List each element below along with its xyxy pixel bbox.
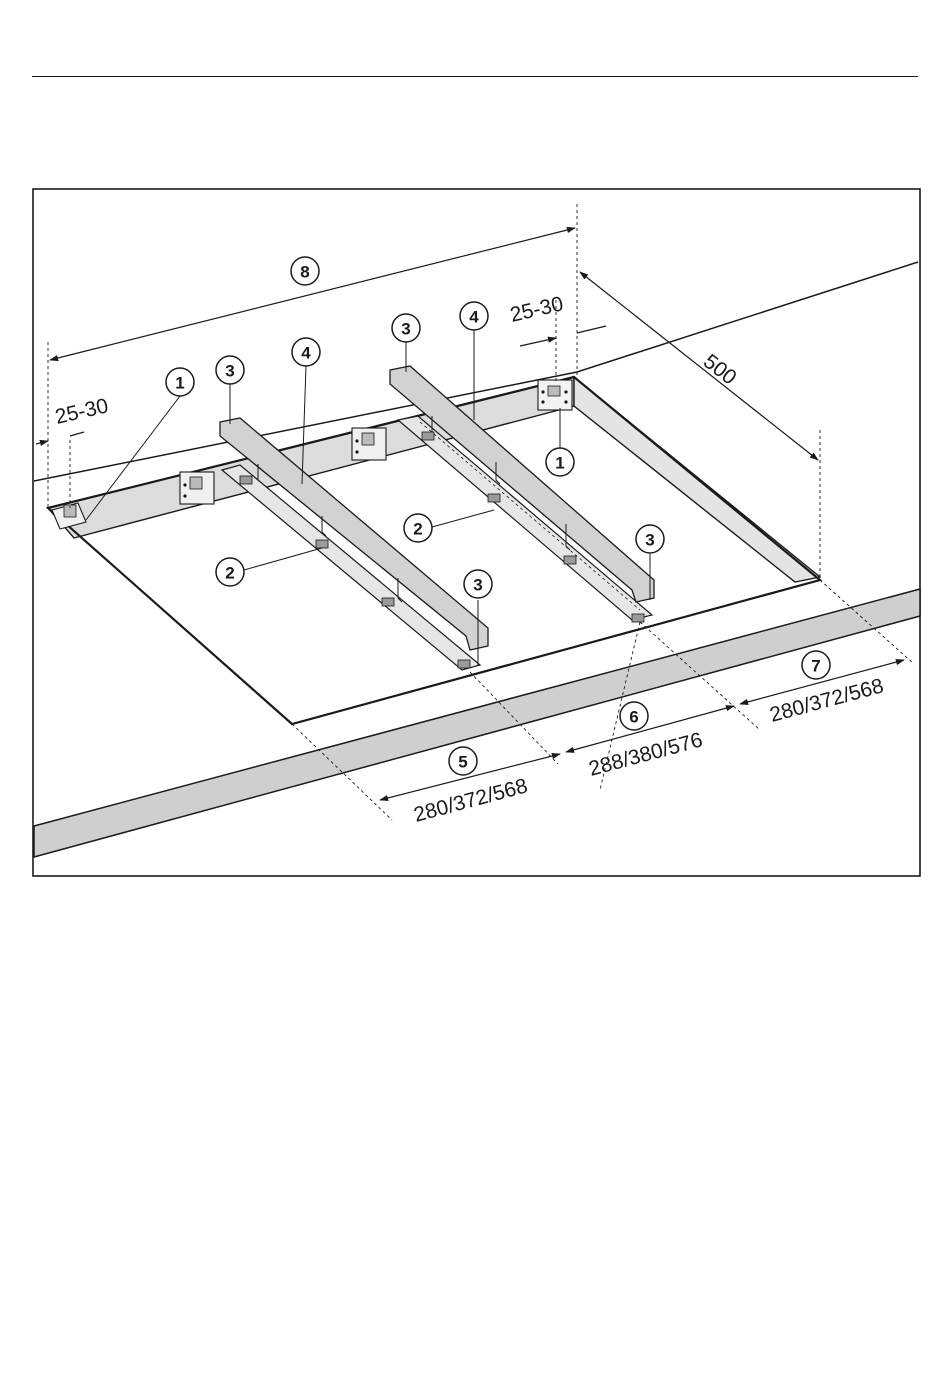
callout-3-b: 3 bbox=[392, 314, 420, 342]
callout-1-left-label: 1 bbox=[175, 374, 184, 393]
dim-label-depth: 500 bbox=[699, 350, 741, 390]
diagram-frame bbox=[33, 189, 920, 876]
callout-4-left: 4 bbox=[292, 338, 320, 366]
callout-8: 8 bbox=[291, 257, 319, 285]
dim-label-span-6: 288/380/576 bbox=[586, 728, 705, 780]
callout-6-label: 6 bbox=[629, 708, 638, 727]
callout-5: 5 bbox=[449, 747, 477, 775]
callout-3-b-label: 3 bbox=[401, 320, 410, 339]
callout-2-right-label: 2 bbox=[413, 520, 422, 539]
callout-5-label: 5 bbox=[458, 753, 467, 772]
callout-1-right-label: 1 bbox=[555, 454, 564, 473]
callout-1-left: 1 bbox=[166, 368, 194, 396]
callout-3-d: 3 bbox=[636, 525, 664, 553]
callout-3-a: 3 bbox=[216, 356, 244, 384]
callout-3-a-label: 3 bbox=[225, 362, 234, 381]
callout-2-left-label: 2 bbox=[225, 564, 234, 583]
callout-3-c: 3 bbox=[464, 570, 492, 598]
dim-label-span-7: 280/372/568 bbox=[767, 674, 886, 726]
dim-label-edge-right: 25-30 bbox=[508, 292, 566, 326]
rail-holder-bracket-left bbox=[180, 472, 214, 504]
dim-line-edge-left bbox=[36, 441, 48, 444]
callout-4-left-label: 4 bbox=[301, 344, 311, 363]
corner-bracket-right bbox=[538, 380, 572, 410]
support-rail-left bbox=[222, 465, 480, 670]
callout-3-c-label: 3 bbox=[473, 576, 482, 595]
callout-2-left: 2 bbox=[216, 558, 244, 586]
dim-label-edge-left: 25-30 bbox=[53, 394, 111, 428]
callout-2-right: 2 bbox=[404, 514, 432, 542]
dim-label-span-5: 280/372/568 bbox=[411, 774, 530, 826]
dim-line-edge-right bbox=[520, 338, 556, 346]
callout-4-right: 4 bbox=[460, 302, 488, 330]
callout-8-label: 8 bbox=[300, 263, 309, 282]
callout-1-right: 1 bbox=[546, 448, 574, 476]
callout-6: 6 bbox=[620, 702, 648, 730]
rail-holder-bracket-right bbox=[352, 428, 386, 460]
callout-7: 7 bbox=[802, 651, 830, 679]
callout-7-label: 7 bbox=[811, 657, 820, 676]
callout-4-right-label: 4 bbox=[469, 308, 479, 327]
callout-3-d-label: 3 bbox=[645, 531, 654, 550]
